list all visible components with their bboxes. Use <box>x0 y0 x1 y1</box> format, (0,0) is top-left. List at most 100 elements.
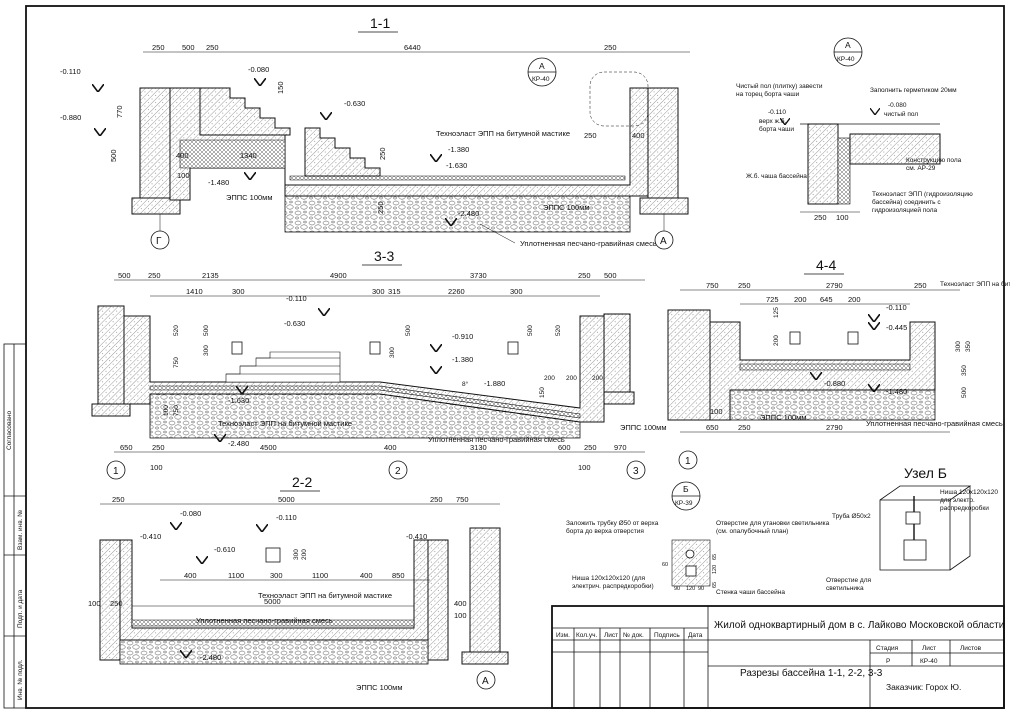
note-epps-33: ЭППС 100мм <box>620 423 667 432</box>
drawing-label: 500 <box>182 43 195 52</box>
drawing-label: для электр. <box>940 497 975 504</box>
drawing-label: 400 <box>384 443 397 452</box>
drawing-label: 90 <box>674 586 680 592</box>
drawing-label: Б <box>683 484 689 494</box>
drawing-label: 250 <box>914 281 927 290</box>
drawing-label: -2.480 <box>228 439 249 448</box>
drawing-label: см. АР-29 <box>906 165 936 172</box>
stamp-replace-inv: Взам. инв. № <box>17 510 24 550</box>
stamp-inv-number: Инв. № подл. <box>17 659 24 700</box>
drawing-label: 850 <box>392 571 405 580</box>
drawing-label: 300 <box>372 287 385 296</box>
drawing-label: 500 <box>203 325 210 336</box>
drawing-label: Уплотненная песчано-гравийная смесь <box>866 419 1003 428</box>
drawing-label: Стенка чаши бассейна <box>716 588 785 596</box>
drawing-label: Ниша 120х120х120 <box>940 489 998 496</box>
wall-left-33 <box>97 305 125 411</box>
drawing-label: А <box>482 676 489 687</box>
drawing-label: 400 <box>360 571 373 580</box>
drawing-label: 300 <box>293 549 300 560</box>
axis-3-marker <box>626 460 646 480</box>
drawing-label: -0.910 <box>452 332 473 341</box>
drawing-label: 750 <box>456 495 469 504</box>
wall-left-11 <box>139 87 171 199</box>
drawing-label: -1.380 <box>452 355 473 364</box>
drawing-label: 770 <box>115 105 124 118</box>
drawing-label: -0.880 <box>824 379 845 388</box>
drawing-label: 250 <box>378 147 387 160</box>
drawing-label: 200 <box>794 295 807 304</box>
drawing-label: распредкоробки <box>940 504 989 512</box>
drawing-label: верх ж.б. <box>759 117 786 125</box>
drawing-label: 8° <box>462 380 469 388</box>
drawing-label: -0.080 <box>180 509 201 518</box>
drawing-label: 500 <box>961 387 968 398</box>
drawing-label: 150 <box>276 81 285 94</box>
drawing-label: -0.630 <box>344 99 365 108</box>
title-block: Изм. Кол.уч. Лист № док. Подпись Дата Жи… <box>551 605 1005 709</box>
drawing-label: 200 <box>592 375 603 382</box>
section-2-2: 2-2 250 5000 250 750 -0.410 -0.080 -0.11… <box>88 474 509 692</box>
drawing-label: 4900 <box>330 271 347 280</box>
drawing-label: 645 <box>820 295 833 304</box>
tb-sheet-label: Лист <box>922 645 936 652</box>
drawing-label: -0.110 <box>276 513 297 522</box>
drawing-label: 65 <box>712 554 718 560</box>
drawing-label: -0.410 <box>406 532 427 541</box>
drawing-label: чистый пол <box>884 110 918 118</box>
section-3-3: 3-3 500 250 2135 4900 3730 250 500 1410 … <box>91 248 667 480</box>
drawing-label: -1.630 <box>228 396 249 405</box>
drawing-label: Техноэласт ЭПП (гидроизоляцию <box>872 191 973 198</box>
drawing-label: Техноэласт ЭПП на битумной мастике <box>940 280 1010 288</box>
note-waterproof-33: Техноэласт ЭПП на битумной мастике <box>218 419 352 428</box>
tb-header-sign: Подпись <box>654 632 680 639</box>
stamp-sign-date: Подп. и дата <box>17 589 24 628</box>
tb-header-qty: Кол.уч. <box>576 632 597 639</box>
drawing-label: 350 <box>961 365 968 376</box>
drawing-label: 250 <box>430 495 443 504</box>
drawing-label: 250 <box>578 271 591 280</box>
node-b-detail: Б КР-39 Заложить трубку Ø50 от верха бор… <box>566 481 830 596</box>
drawing-label: 6440 <box>404 43 421 52</box>
drawing-label: Г <box>156 236 162 247</box>
drawing-label: 500 <box>405 325 412 336</box>
drawing-label: -0.410 <box>140 532 161 541</box>
drawing-label: -1.480 <box>208 178 229 187</box>
drawing-label: -1.380 <box>448 145 469 154</box>
gravel-fill-22 <box>119 639 429 665</box>
drawing-label: Отверстие для утановки светильника <box>716 520 830 527</box>
drawing-label: электрич. распредкоробки) <box>572 582 654 590</box>
drawing-label: светильника <box>826 585 864 592</box>
drawing-label: -0.110 <box>286 294 307 303</box>
axis-2-marker <box>388 460 408 480</box>
section-2-2-title: 2-2 <box>292 474 312 490</box>
drawing-label: -0.110 <box>768 109 786 116</box>
section-4-4-title: 4-4 <box>816 257 836 273</box>
tb-sheet-code: КР-40 <box>920 658 938 665</box>
drawing-label: 250 <box>112 495 125 504</box>
drawing-label: 500 <box>527 325 534 336</box>
node-a-detail: А КР-40 250 100 Чистый пол (плитку) заве… <box>736 37 973 222</box>
drawing-label: 5000 <box>264 597 281 606</box>
pool-bowl-44 <box>709 321 936 421</box>
drawing-label: 520 <box>555 325 562 336</box>
tb-sheets-label: Листов <box>960 645 982 652</box>
drawing-label: 100 <box>177 171 190 180</box>
tb-project: Жилой одноквартирный дом в с. Лайково Мо… <box>714 619 1004 631</box>
drawing-label: 60 <box>662 562 668 568</box>
drawing-label: 100 <box>710 407 723 416</box>
drawing-label: 650 <box>706 423 719 432</box>
drawing-label: А <box>660 236 667 247</box>
drawing-label: 5000 <box>278 495 295 504</box>
drawing-label: КР-40 <box>532 76 550 83</box>
note-gravel-11: Уплотненная песчано-гравийная смесь <box>520 239 657 248</box>
drawing-label: 500 <box>109 149 118 162</box>
drawing-label: -0.080 <box>248 65 269 74</box>
drawing-label: 2790 <box>826 281 843 290</box>
drawing-label: 125 <box>773 307 780 318</box>
drawing-label: 500 <box>118 271 131 280</box>
drawing-label: 1100 <box>312 571 328 580</box>
drawing-label: 100 <box>150 463 163 472</box>
drawing-label: 500 <box>604 271 617 280</box>
